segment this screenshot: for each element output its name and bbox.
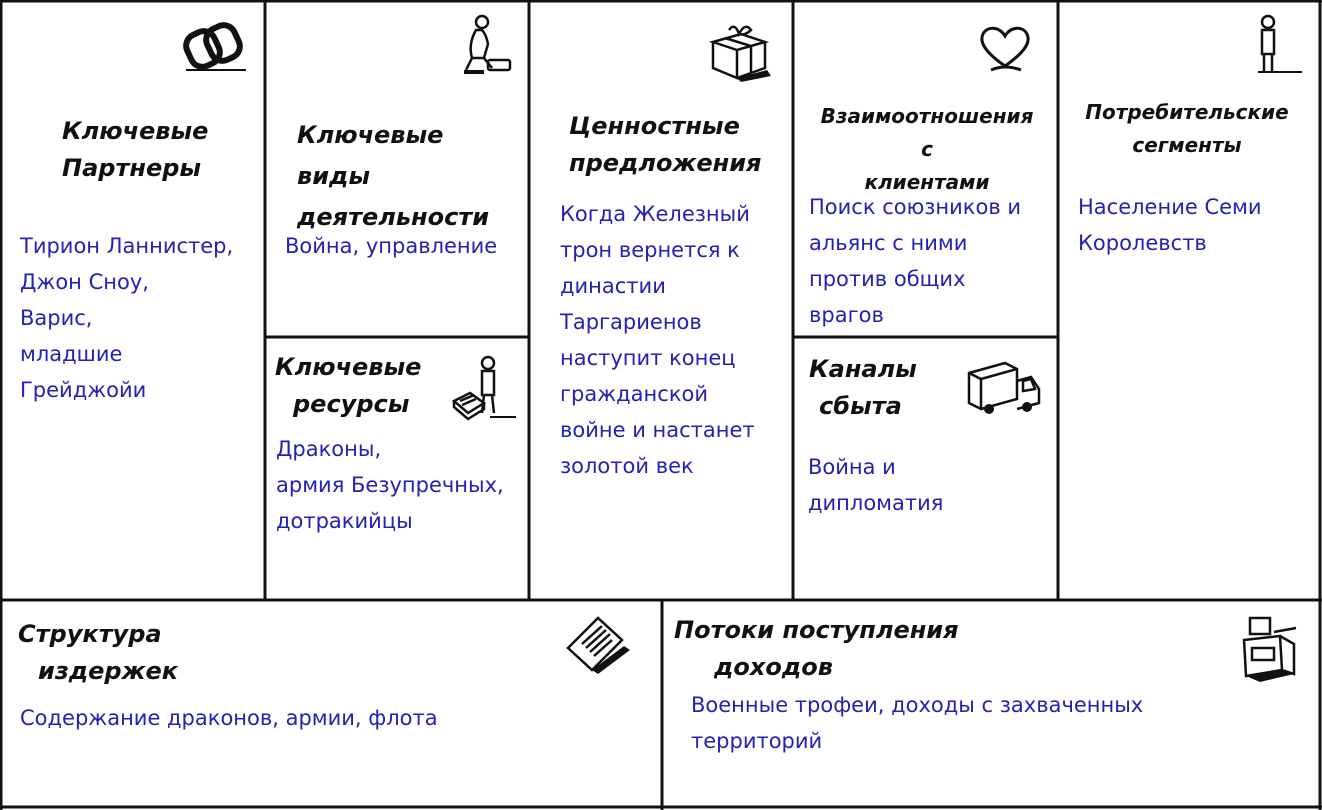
- key-resources-text: Драконы, армия Безупречных, дотракийцы: [276, 437, 504, 533]
- linked-rings-icon: [183, 22, 246, 71]
- document-icon: [566, 616, 630, 674]
- key-activities-block: Ключевые виды деятельности Война, управл…: [265, 0, 529, 337]
- person-with-machine-icon: [451, 355, 516, 421]
- key-activities-text: Война, управление: [285, 234, 498, 258]
- channels-text: Война и дипломатия: [808, 455, 944, 515]
- customer-relationships-title: Взаимоотношения с клиентами: [820, 104, 1034, 194]
- value-propositions-text: Когда Железный трон вернется к династии …: [560, 202, 755, 478]
- key-activities-title: Ключевые виды деятельности: [297, 121, 490, 231]
- truck-icon: [967, 361, 1041, 414]
- cost-structure-text: Содержание драконов, армии, флота: [20, 706, 438, 730]
- heart-icon: [980, 26, 1030, 72]
- value-propositions-block: Ценностные предложения Когда Железный тр…: [529, 0, 793, 600]
- customer-segments-title: Потребительские сегменты: [1085, 100, 1289, 157]
- key-partners-block: Ключевые Партнеры Тирион Ланнистер, Джон…: [0, 0, 265, 600]
- customer-relationships-block: Взаимоотношения с клиентами Поиск союзни…: [793, 0, 1058, 337]
- value-propositions-title: Ценностные предложения: [569, 112, 762, 177]
- customer-segments-block: Потребительские сегменты Население Семи …: [1058, 0, 1320, 600]
- revenue-streams-text: Военные трофеи, доходы с захваченных тер…: [691, 693, 1144, 753]
- cash-register-icon: [1242, 616, 1297, 682]
- key-partners-title: Ключевые Партнеры: [62, 117, 209, 182]
- worker-icon: [464, 14, 512, 74]
- gift-box-icon: [708, 25, 771, 82]
- customer-relationships-text: Поиск союзников и альянс с ними против о…: [809, 195, 1022, 327]
- standing-person-icon: [1258, 14, 1302, 73]
- key-partners-text: Тирион Ланнистер, Джон Сноу, Варис, млад…: [20, 234, 234, 402]
- customer-segments-text: Население Семи Королевств: [1078, 195, 1262, 255]
